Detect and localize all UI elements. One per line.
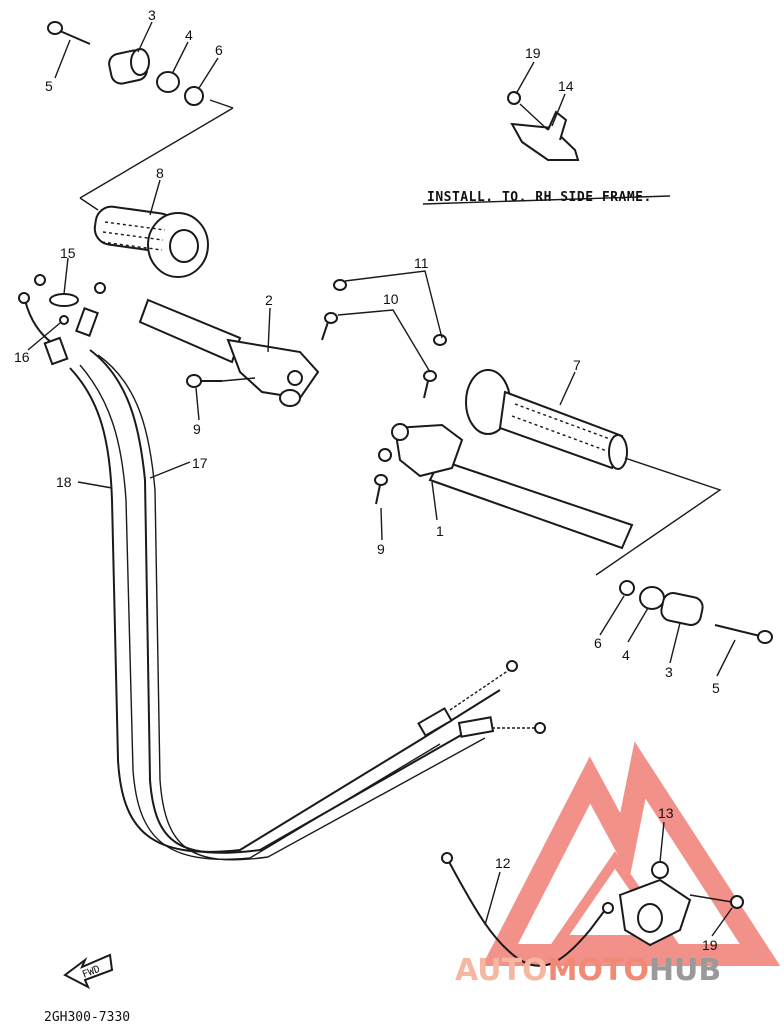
screw-19-top <box>507 91 521 105</box>
watermark-auto: AUTO <box>455 953 548 988</box>
bolt-9-right <box>374 474 388 505</box>
bar-end-weight-3-right <box>660 592 704 626</box>
callout-18: 18 <box>56 474 72 490</box>
right-handlebar-1 <box>378 423 634 550</box>
nut-16 <box>59 315 69 325</box>
choke-cable-12 <box>441 852 614 967</box>
leader-lines <box>27 21 736 937</box>
bolt-9-left <box>186 374 222 388</box>
cable-ends <box>417 660 546 738</box>
callout-11: 11 <box>414 255 429 271</box>
bracket-14 <box>510 110 580 161</box>
callout-2: 2 <box>265 292 273 308</box>
callout-4-right: 4 <box>622 647 630 663</box>
callout-5: 5 <box>45 78 53 94</box>
bolt-10-lower <box>423 370 437 399</box>
throttle-cables <box>69 349 501 861</box>
callout-6: 6 <box>215 42 223 58</box>
callout-9-right: 9 <box>377 541 385 557</box>
bolt-10-upper <box>321 312 338 341</box>
callout-9: 9 <box>193 421 201 437</box>
callout-19-bottom: 19 <box>702 937 718 953</box>
left-grip-7 <box>465 369 628 470</box>
callout-14: 14 <box>558 78 574 94</box>
bar-end-bolt-5-right <box>714 624 773 644</box>
callout-10: 10 <box>383 291 399 307</box>
throttle-grip-8 <box>93 205 209 278</box>
callout-12: 12 <box>495 855 511 871</box>
collar-4 <box>156 71 180 93</box>
callout-4: 4 <box>185 27 193 43</box>
collar-4-right <box>639 586 665 610</box>
callout-17: 17 <box>192 455 208 471</box>
callout-3: 3 <box>148 7 156 23</box>
callout-5-right: 5 <box>712 680 720 696</box>
callout-6-right: 6 <box>594 635 602 651</box>
callout-1: 1 <box>436 523 444 539</box>
callout-13: 13 <box>658 805 674 821</box>
install-note: INSTALL. TO. RH SIDE FRAME. <box>427 190 652 205</box>
bar-end-weight-3 <box>108 48 150 85</box>
fwd-arrow <box>63 953 114 990</box>
watermark-text: AUTOMOTOHUB <box>455 953 721 988</box>
callout-8: 8 <box>156 165 164 181</box>
callout-15: 15 <box>60 245 76 261</box>
left-handlebar-2 <box>138 298 320 407</box>
screw-19-bottom <box>730 895 744 909</box>
drawing-code: 2GH300-7330 <box>44 1010 130 1025</box>
callout-19: 19 <box>525 45 541 61</box>
nut-6-right <box>619 580 635 596</box>
callout-16: 16 <box>14 349 30 365</box>
callout-numbers: 1 2 3 3 4 4 5 5 6 6 7 8 9 9 10 11 12 13 … <box>14 7 720 953</box>
watermark-hub: HUB <box>649 953 721 988</box>
watermark-moto: MOTO <box>548 953 649 988</box>
bolt-11-upper <box>333 279 347 291</box>
bolt-11-lower <box>433 334 447 346</box>
choke-lever-15 <box>18 274 79 346</box>
bar-end-bolt-5 <box>47 21 91 45</box>
callout-7: 7 <box>573 357 581 373</box>
nut-6 <box>184 86 204 106</box>
cable-top-fittings <box>43 282 106 366</box>
callout-3-right: 3 <box>665 664 673 680</box>
